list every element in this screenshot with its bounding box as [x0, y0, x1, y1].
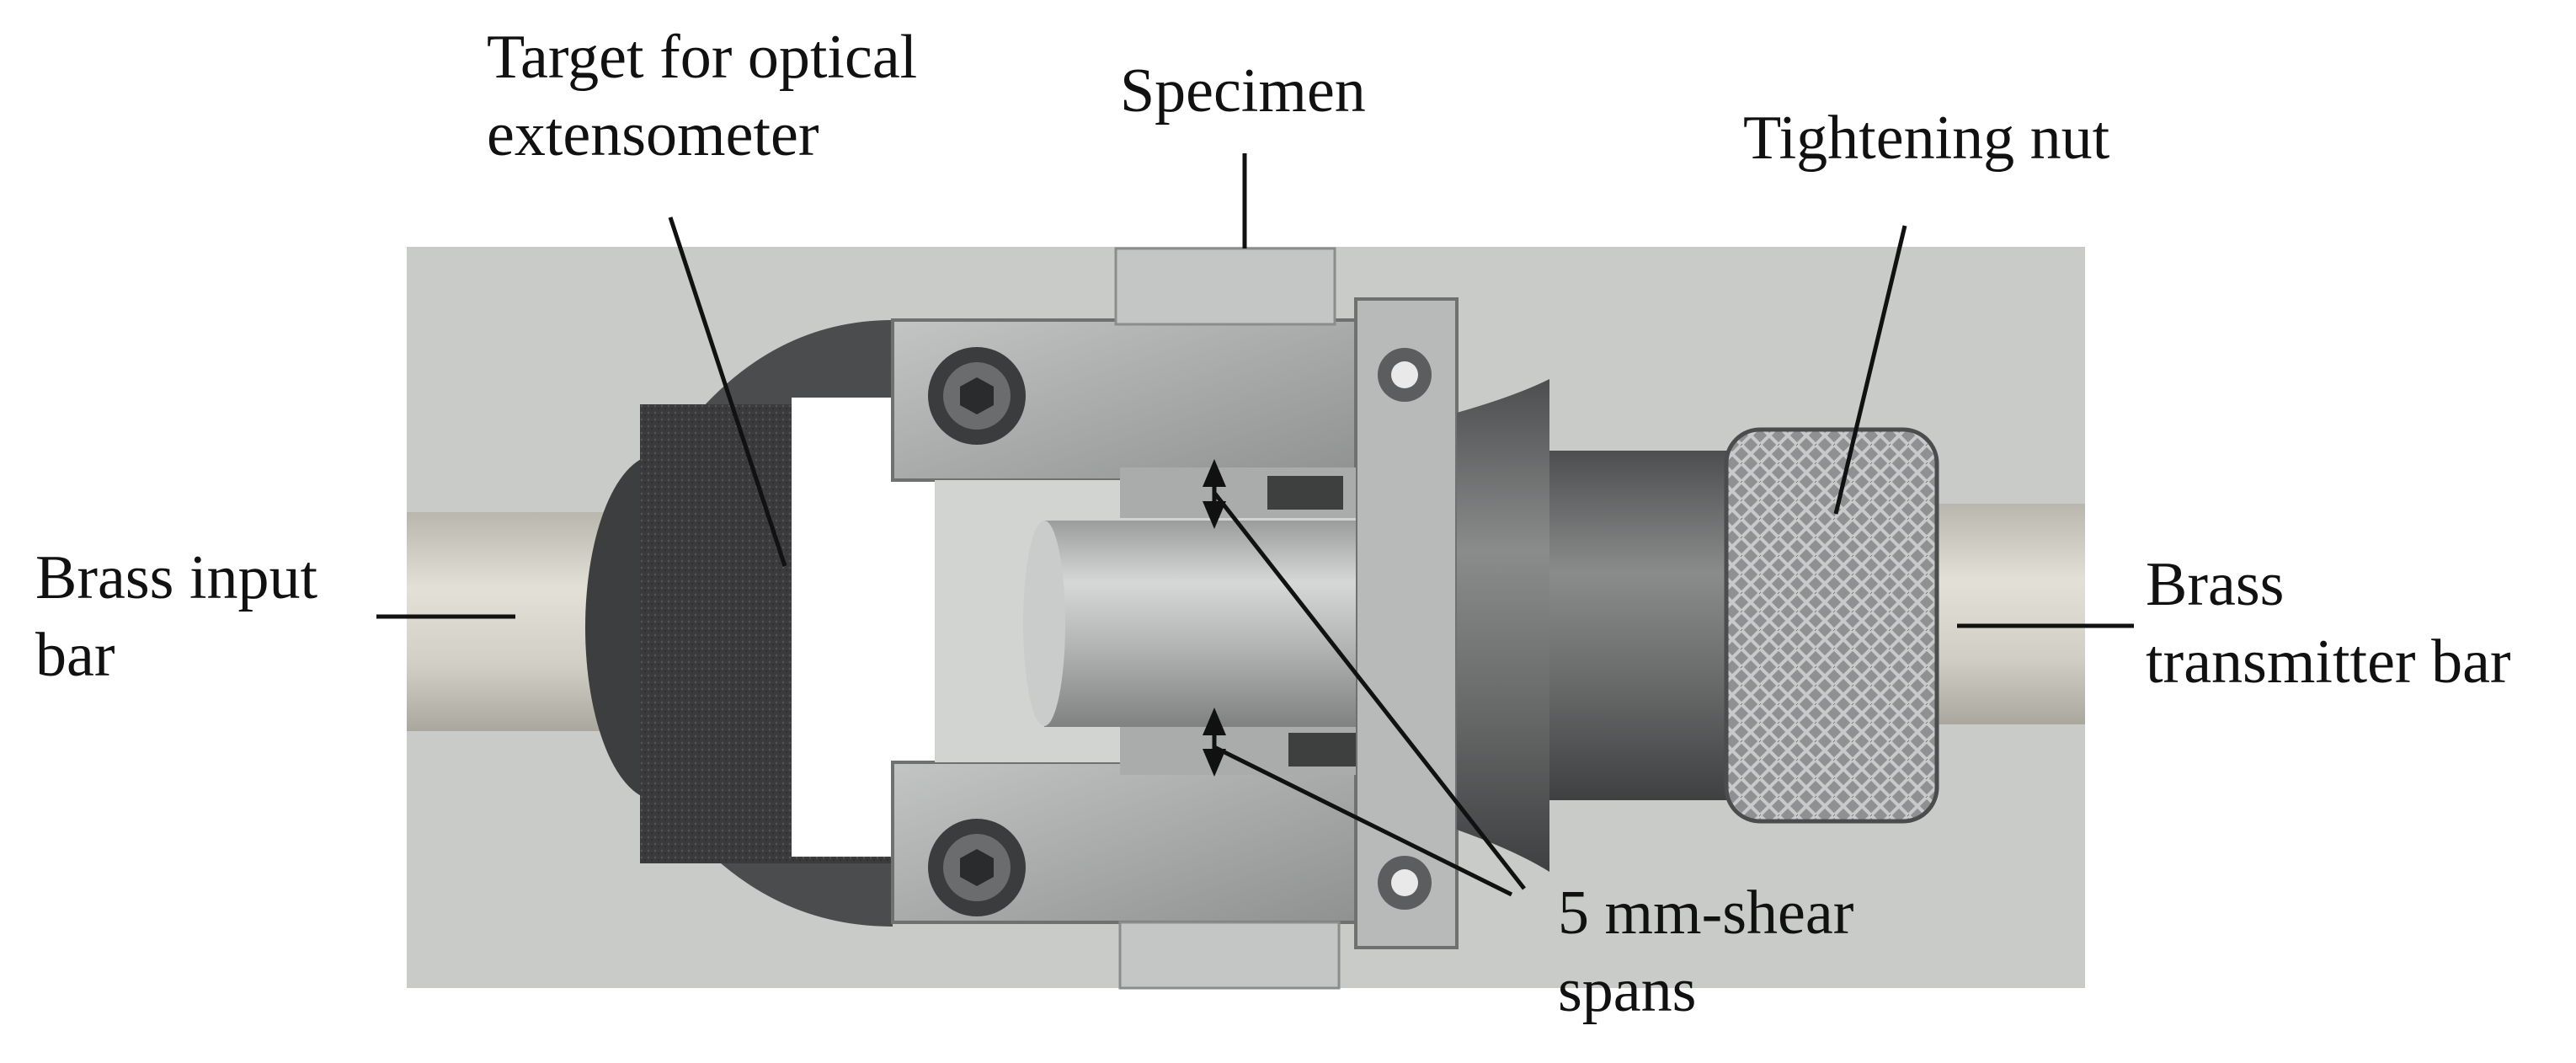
leader-line-shear-upper [1213, 491, 1526, 890]
label-target-line1: Target for optical [487, 23, 918, 92]
socket-screw-top [928, 347, 1026, 445]
label-transmitter-bar: Brass transmitter bar [2146, 546, 2511, 701]
label-shear-spans-line2: spans [1558, 956, 1697, 1025]
label-tightening-nut: Tightening nut [1743, 104, 2110, 173]
label-shear-spans-line1: 5 mm-shear [1558, 879, 1854, 948]
specimen-top [1114, 247, 1336, 326]
small-screw-bottom [1378, 856, 1432, 910]
label-target: Target for optical extensometer [487, 19, 917, 174]
small-screw-top [1378, 348, 1432, 402]
leader-line-nut [1833, 225, 1907, 515]
tightening-nut [1724, 427, 1939, 824]
label-specimen: Specimen [1120, 56, 1366, 126]
transmitter-cone [1457, 379, 1549, 872]
leader-line-target [668, 216, 787, 567]
specimen-cylinder [1044, 521, 1356, 727]
socket-screw-bottom [928, 819, 1026, 916]
label-input-bar-line1: Brass input [35, 543, 318, 612]
label-input-bar: Brass input bar [35, 539, 317, 694]
leader-line-shear-lower [1213, 745, 1513, 897]
label-transmitter-bar-line2: transmitter bar [2146, 628, 2511, 697]
label-shear-spans: 5 mm-shear spans [1558, 874, 1853, 1029]
label-transmitter-bar-line1: Brass [2146, 550, 2285, 619]
label-target-line2: extensometer [487, 100, 819, 169]
specimen-bottom [1118, 921, 1341, 990]
shear-span-arrow-lower [1203, 708, 1226, 777]
fixture-cross-plate [1354, 297, 1459, 949]
brass-transmitter-bar [1920, 504, 2085, 724]
label-input-bar-line2: bar [35, 621, 115, 690]
shear-span-arrow-upper [1203, 459, 1226, 529]
